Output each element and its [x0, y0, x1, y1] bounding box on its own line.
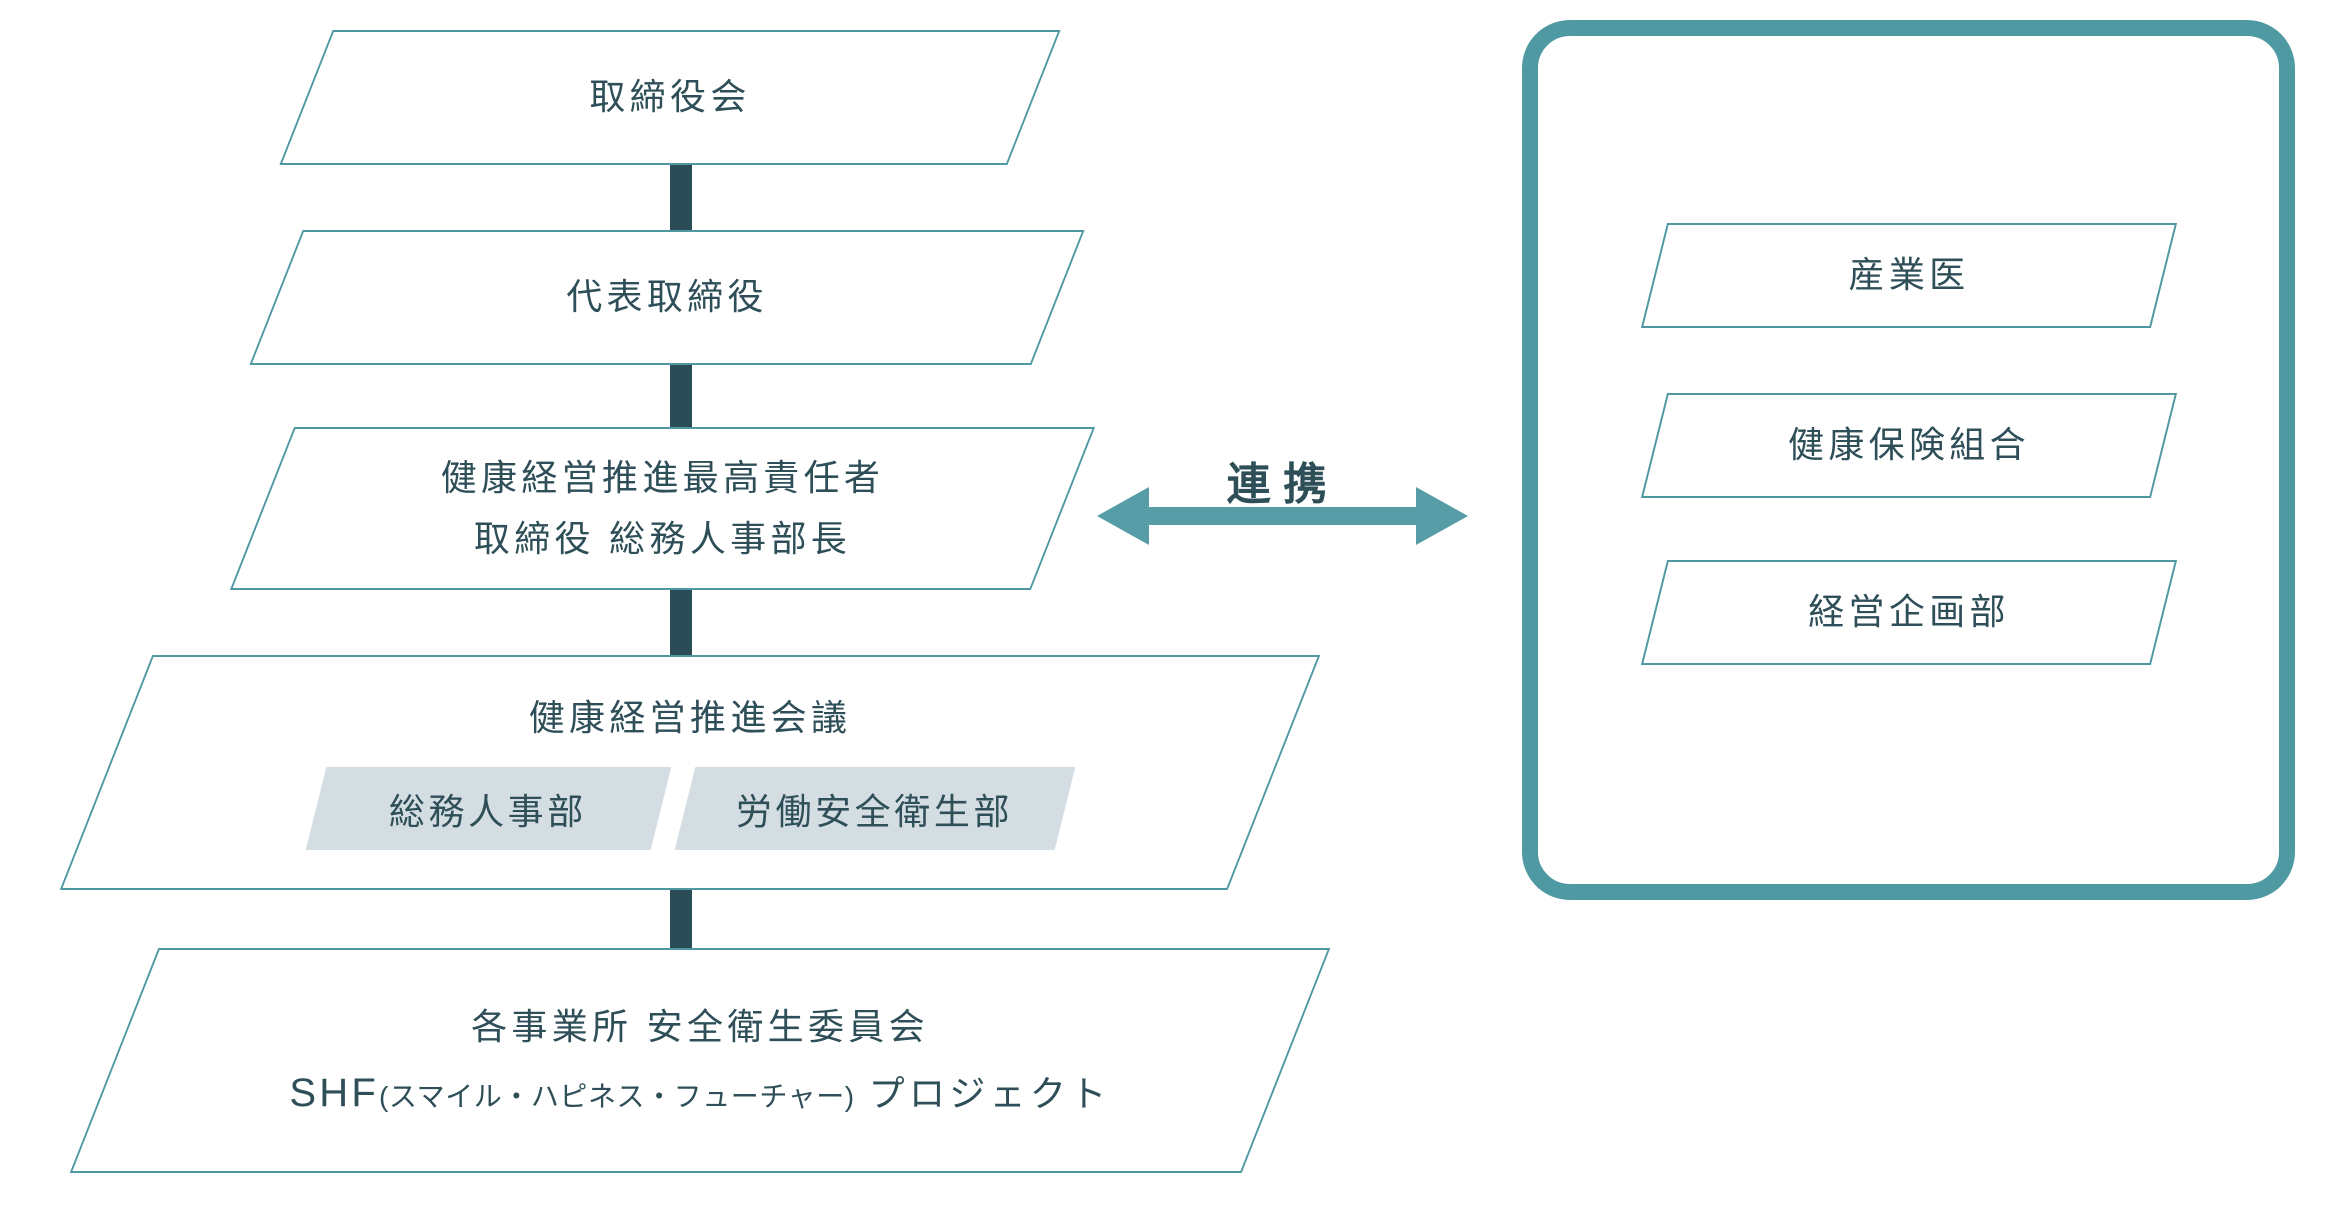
shf-project-line: SHF (スマイル・ハピネス・フューチャー) プロジェクト — [289, 1065, 1110, 1117]
occupational-physician-label: 産業医 — [1848, 254, 1970, 296]
occupational-safety-health-label: 労働安全衛生部 — [735, 790, 1014, 832]
chief-health-officer-line2: 取締役 総務人事部長 — [473, 517, 852, 559]
collaboration-label: 連携 — [1226, 460, 1340, 509]
health-insurance-union-label: 健康保険組合 — [1788, 424, 2030, 466]
connector-bar-1 — [670, 163, 692, 232]
health-management-council-title: 健康経営推進会議 — [528, 696, 852, 738]
connector-bar-3 — [670, 588, 692, 657]
site-safety-committee-box: 各事業所 安全衛生委員会 SHF (スマイル・ハピネス・フューチャー) プロジェ… — [69, 948, 1331, 1173]
site-safety-committee-line1: 各事業所 安全衛生委員会 — [471, 1006, 929, 1048]
occupational-safety-health-sub-box: 労働安全衛生部 — [674, 767, 1075, 851]
shf-project-paren: (スマイル・ハピネス・フューチャー) — [379, 1080, 855, 1112]
representative-director-label: 代表取締役 — [566, 276, 768, 318]
health-insurance-union-box: 健康保険組合 — [1640, 393, 2178, 498]
council-sub-box-row: 総務人事部 労働安全衛生部 — [305, 767, 1075, 851]
collaboration-arrow-right-head-icon — [1416, 487, 1468, 545]
general-affairs-hr-sub-box: 総務人事部 — [305, 767, 671, 851]
shf-project-suffix: プロジェクト — [868, 1072, 1111, 1114]
board-of-directors-label: 取締役会 — [589, 76, 751, 118]
representative-director-box: 代表取締役 — [249, 230, 1085, 365]
connector-bar-4 — [670, 879, 692, 950]
chief-health-officer-box: 健康経営推進最高責任者 取締役 総務人事部長 — [229, 427, 1096, 590]
chief-health-officer-line1: 健康経営推進最高責任者 — [440, 456, 885, 498]
connector-bar-2 — [670, 363, 692, 429]
occupational-physician-box: 産業医 — [1640, 223, 2178, 328]
board-of-directors-box: 取締役会 — [279, 30, 1061, 165]
collaboration-arrow-shaft — [1147, 507, 1419, 525]
general-affairs-hr-label: 総務人事部 — [388, 790, 587, 832]
collaboration-arrow-left-head-icon — [1097, 487, 1149, 545]
shf-project-prefix: SHF — [289, 1070, 380, 1115]
corporate-planning-label: 経営企画部 — [1808, 591, 2010, 633]
health-management-council-box: 健康経営推進会議 総務人事部 労働安全衛生部 — [59, 655, 1321, 890]
corporate-planning-box: 経営企画部 — [1640, 560, 2178, 665]
